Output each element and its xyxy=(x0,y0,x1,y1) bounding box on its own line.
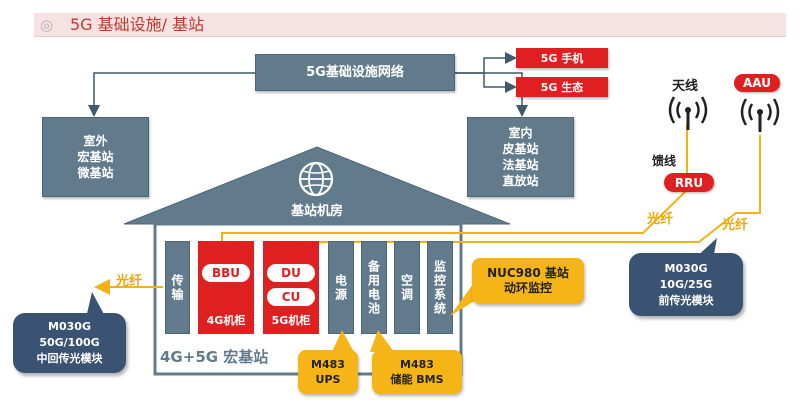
outdoor-line: 宏基站 xyxy=(77,150,114,164)
cabinet-4g: 4G机柜 xyxy=(198,241,254,334)
phone-box: 5G 手机 xyxy=(516,48,608,68)
fronthaul-line: M030G xyxy=(664,261,708,275)
ups-callout: M483 UPS xyxy=(298,350,358,394)
globe-icon xyxy=(298,161,334,197)
midhaul-module-box: M030G 50G/100G 中回传光模块 xyxy=(13,313,126,373)
nuc-callout-pointer xyxy=(450,280,476,316)
rru-badge: RRU xyxy=(664,173,714,192)
cabinet-4g-label: 4G机柜 xyxy=(206,314,246,327)
midhaul-line: M030G xyxy=(48,320,91,333)
target-icon: ◎ xyxy=(40,16,54,34)
aau-badge: AAU xyxy=(734,74,780,92)
nuc980-callout: NUC980 基站 动环监控 xyxy=(472,258,584,304)
backup-battery-unit: 备用电池 xyxy=(361,241,387,334)
network-branch-lines xyxy=(88,52,528,117)
outdoor-station-box: 室外 宏基站 微基站 xyxy=(42,117,149,197)
fiber-label-backhaul: 光纤 xyxy=(116,274,143,289)
nuc-line: 动环监控 xyxy=(503,281,552,295)
ups-line: UPS xyxy=(315,373,341,386)
indoor-station-box: 室内 皮基站 法基站 直放站 xyxy=(467,117,574,197)
antenna-icon xyxy=(668,96,708,130)
fiber-label-rru: 光纤 xyxy=(647,212,674,227)
section-title: 5G 基础设施/ 基站 xyxy=(70,15,205,34)
indoor-line: 皮基站 xyxy=(502,142,539,156)
ecosystem-box: 5G 生态 xyxy=(516,77,608,97)
ups-line: M483 xyxy=(311,358,345,371)
power-unit: 电源 xyxy=(328,241,354,334)
cabinet-5g: 5G机柜 xyxy=(263,241,319,334)
equipment-room-label: 基站机房 xyxy=(290,204,343,219)
indoor-line: 室内 xyxy=(508,126,533,140)
feeder-label: 馈线 xyxy=(652,154,677,168)
monitoring-system-unit: 监控系统 xyxy=(427,241,453,334)
fiber-label-aau: 光纤 xyxy=(722,218,749,233)
bms-line: M483 xyxy=(400,358,434,371)
indoor-line: 法基站 xyxy=(502,158,539,172)
ups-callout-pointer xyxy=(332,330,354,352)
indoor-line: 直放站 xyxy=(502,174,539,188)
infrastructure-network-box: 5G基础设施网络 xyxy=(255,54,455,91)
midhaul-callout-pointer xyxy=(86,292,106,318)
bms-callout-pointer xyxy=(370,330,394,352)
du-unit: DU xyxy=(267,264,315,282)
macro-station-label: 4G+5G 宏基站 xyxy=(160,348,269,366)
fronthaul-line: 10G/25G xyxy=(659,277,713,291)
fronthaul-module-box: M030G 10G/25G 前传光模块 xyxy=(629,253,743,316)
antenna-label: 天线 xyxy=(672,79,699,94)
outdoor-line: 微基站 xyxy=(77,166,114,180)
bms-callout: M483 储能 BMS xyxy=(372,350,462,394)
nuc-line: NUC980 基站 xyxy=(487,266,569,280)
transmission-unit: 传输 xyxy=(165,241,190,334)
midhaul-line: 中回传光模块 xyxy=(36,352,103,365)
bms-line: 储能 BMS xyxy=(390,373,444,386)
bbu-unit: BBU xyxy=(202,264,250,282)
fronthaul-line: 前传光模块 xyxy=(658,293,714,307)
aau-antenna-icon xyxy=(740,98,780,132)
air-conditioner-unit: 空调 xyxy=(394,241,420,334)
midhaul-line: 50G/100G xyxy=(39,336,100,349)
cabinet-5g-label: 5G机柜 xyxy=(271,314,311,327)
cu-unit: CU xyxy=(267,288,315,306)
section-header: ◎ 5G 基础设施/ 基站 xyxy=(34,13,786,37)
outdoor-line: 室外 xyxy=(83,134,108,148)
